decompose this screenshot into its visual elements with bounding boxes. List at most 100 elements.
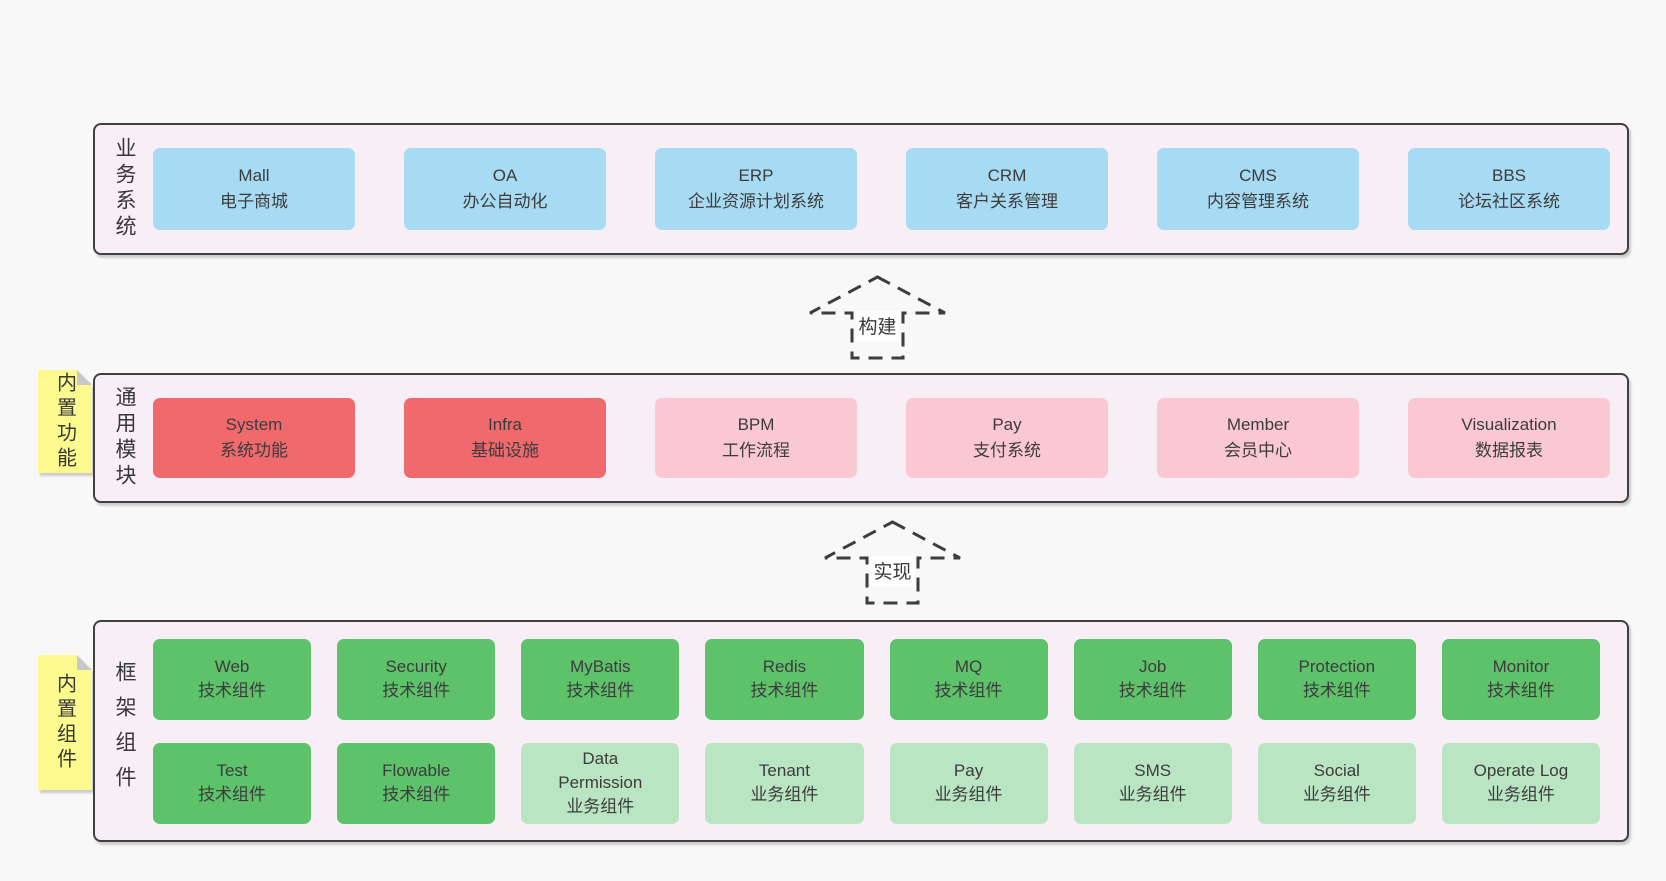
box-title-en: Operate Log (1473, 761, 1569, 780)
box-title-en: BBS (1491, 166, 1527, 185)
box-title-en: MyBatis (570, 657, 631, 676)
box-title-en: Test (216, 761, 248, 780)
box-cms: CMS 内容管理系统 (1157, 148, 1359, 230)
section-label: 框架组件 (95, 622, 153, 840)
box-title-zh: 技术组件 (566, 681, 635, 700)
box-bpm: BPM 工作流程 (655, 398, 857, 478)
box-title-zh: 企业资源计划系统 (688, 192, 824, 211)
framework-boxes-grid: Web 技术组件 Security 技术组件 MyBatis 技术组件 Redi… (153, 622, 1627, 840)
box-title-zh: 办公自动化 (462, 192, 548, 211)
box-title-en: OA (492, 166, 518, 185)
sticky-note-built-in-features: 内置功能 (38, 370, 92, 473)
box-title-zh: 业务组件 (1486, 785, 1555, 804)
section-label-text: 业务系统 (113, 137, 136, 241)
box-title-zh: 论坛社区系统 (1458, 192, 1560, 211)
box-title-en: Member (1226, 415, 1290, 434)
box-title-zh: 技术组件 (198, 681, 267, 700)
box-erp: ERP 企业资源计划系统 (655, 148, 857, 230)
box-title-en: System (225, 415, 283, 434)
box-crm: CRM 客户关系管理 (906, 148, 1108, 230)
up-arrow-dashed-icon (824, 520, 961, 605)
box-title-en: Job (1138, 657, 1167, 676)
box-visualization: Visualization 数据报表 (1408, 398, 1610, 478)
box-system: System 系统功能 (153, 398, 355, 478)
section-label-text: 通用模块 (113, 386, 136, 490)
box-mybatis: MyBatis 技术组件 (521, 638, 680, 720)
box-title-en: Security (385, 657, 447, 676)
box-social: Social 业务组件 (1257, 742, 1416, 824)
framework-row-1: Web 技术组件 Security 技术组件 MyBatis 技术组件 Redi… (153, 638, 1600, 720)
box-title-zh: 基础设施 (471, 441, 539, 460)
box-protection: Protection 技术组件 (1257, 638, 1416, 720)
section-label: 通用模块 (95, 375, 153, 501)
box-sms: SMS 业务组件 (1073, 742, 1232, 824)
box-title-zh: 电子商城 (220, 192, 288, 211)
box-title-en: Flowable (382, 761, 451, 780)
box-test: Test 技术组件 (153, 742, 312, 824)
box-title-zh: 业务组件 (566, 797, 635, 816)
box-member: Member 会员中心 (1157, 398, 1359, 478)
box-title-zh: 业务组件 (1302, 785, 1371, 804)
box-title-zh: 技术组件 (1486, 681, 1555, 700)
box-job: Job 技术组件 (1073, 638, 1232, 720)
box-title-en: Mall (238, 166, 270, 185)
box-mq: MQ 技术组件 (889, 638, 1048, 720)
box-title-zh: 技术组件 (382, 681, 451, 700)
sticky-note-text: 内置功能 (53, 371, 76, 472)
box-title-zh: 技术组件 (198, 785, 267, 804)
box-pay: Pay 支付系统 (906, 398, 1108, 478)
box-title-zh: 会员中心 (1224, 441, 1292, 460)
box-redis: Redis 技术组件 (705, 638, 864, 720)
box-title-zh: 系统功能 (220, 441, 288, 460)
box-title-en: Infra (487, 415, 523, 434)
box-web: Web 技术组件 (153, 638, 312, 720)
box-title-en: Protection (1298, 657, 1376, 676)
sticky-note-body: 内置功能 (38, 370, 92, 473)
box-title-en: Web (214, 657, 250, 676)
box-title-en: Data Permission (558, 749, 643, 792)
box-bbs: BBS 论坛社区系统 (1408, 148, 1610, 230)
box-title-en: Social (1313, 761, 1360, 780)
box-monitor: Monitor 技术组件 (1441, 638, 1600, 720)
up-arrow-dashed-icon (809, 275, 946, 360)
box-pay-component: Pay 业务组件 (889, 742, 1048, 824)
box-title-zh: 数据报表 (1475, 441, 1543, 460)
box-title-en: Redis (762, 657, 807, 676)
note-fold-corner-icon (77, 370, 92, 385)
box-title-zh: 客户关系管理 (956, 192, 1058, 211)
sticky-note-body: 内置组件 (38, 655, 92, 790)
box-operate-log: Operate Log 业务组件 (1441, 742, 1600, 824)
box-title-en: SMS (1134, 761, 1172, 780)
box-title-zh: 技术组件 (934, 681, 1003, 700)
box-oa: OA 办公自动化 (404, 148, 606, 230)
box-title-en: Visualization (1461, 415, 1557, 434)
box-mall: Mall 电子商城 (153, 148, 355, 230)
box-title-en: ERP (738, 166, 774, 185)
box-title-zh: 支付系统 (973, 441, 1041, 460)
box-security: Security 技术组件 (337, 638, 496, 720)
note-fold-corner-icon (77, 655, 92, 670)
section-label: 业务系统 (95, 125, 153, 253)
arrow-label: 实现 (870, 556, 915, 587)
box-title-zh: 业务组件 (1118, 785, 1187, 804)
box-title-zh: 业务组件 (750, 785, 819, 804)
arrow-implement: 实现 (822, 520, 963, 605)
section-business-systems: 业务系统 Mall 电子商城 OA 办公自动化 ERP 企业资源计划系统 CRM… (93, 123, 1629, 255)
box-title-en: CRM (987, 166, 1027, 185)
sticky-note-built-in-components: 内置组件 (38, 655, 92, 790)
box-flowable: Flowable 技术组件 (337, 742, 496, 824)
arrow-label: 构建 (855, 311, 900, 342)
section-framework-components: 框架组件 Web 技术组件 Security 技术组件 MyBatis 技术组件… (93, 620, 1629, 842)
box-title-zh: 业务组件 (934, 785, 1003, 804)
section-label-text: 框架组件 (113, 661, 136, 801)
modules-boxes-row: System 系统功能 Infra 基础设施 BPM 工作流程 Pay 支付系统… (153, 375, 1627, 501)
box-title-en: MQ (954, 657, 983, 676)
business-boxes-row: Mall 电子商城 OA 办公自动化 ERP 企业资源计划系统 CRM 客户关系… (153, 125, 1627, 253)
box-title-en: Tenant (758, 761, 810, 780)
box-title-zh: 技术组件 (1118, 681, 1187, 700)
box-title-zh: 技术组件 (750, 681, 819, 700)
box-title-en: Monitor (1492, 657, 1550, 676)
box-infra: Infra 基础设施 (404, 398, 606, 478)
box-title-zh: 内容管理系统 (1207, 192, 1309, 211)
box-data-permission: Data Permission 业务组件 (521, 742, 680, 824)
